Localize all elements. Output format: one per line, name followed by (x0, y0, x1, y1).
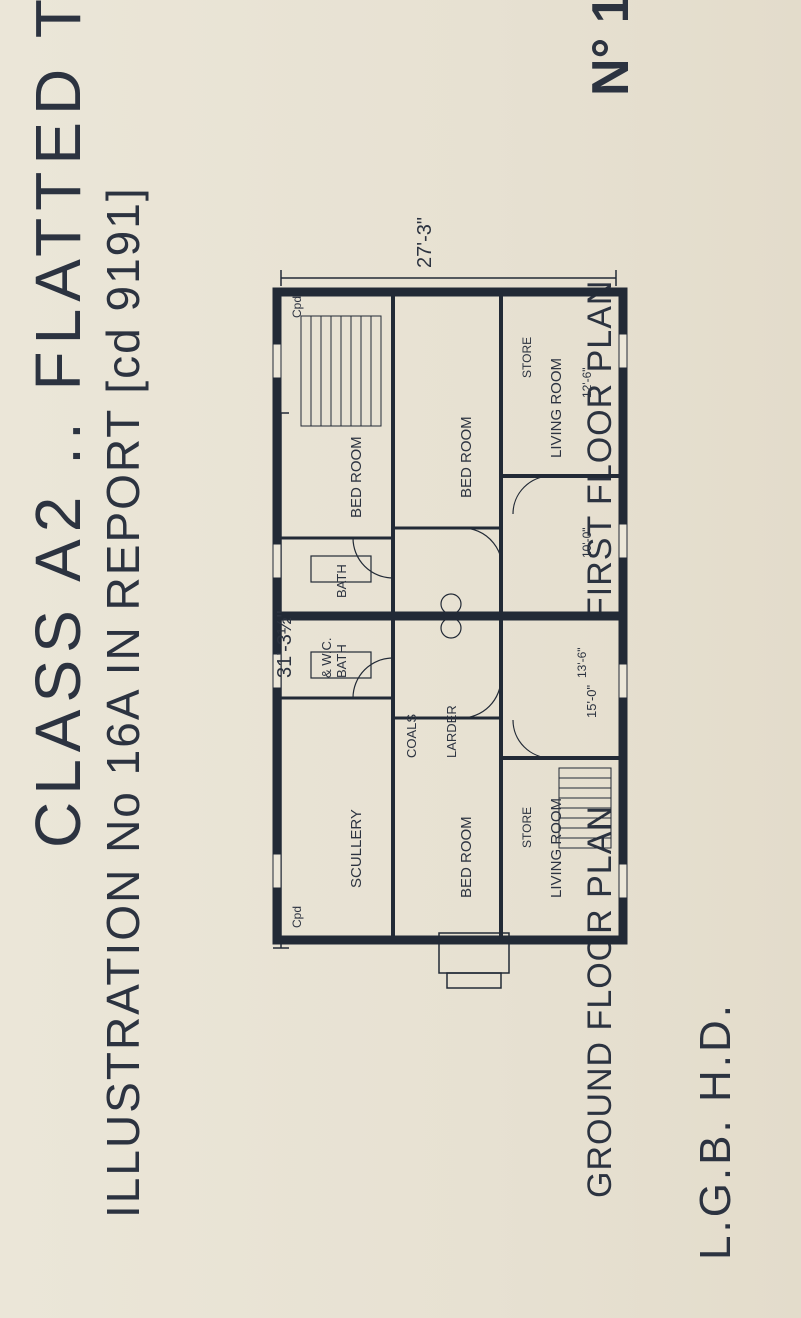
room-label-bed-room-first: BED ROOM (458, 416, 475, 498)
room-label-store-ground: STORE (520, 807, 534, 848)
room-label-coals: COALS (404, 714, 419, 758)
room-label-bed-room-back: BED ROOM (348, 436, 365, 518)
staircase-first (300, 315, 382, 427)
room-label-bath-first: BATH (334, 564, 349, 598)
dim-12-6: 12'-6" (580, 367, 594, 398)
room-label-bath: BATH (334, 644, 349, 678)
room-label-larder: LARDER (444, 705, 459, 758)
door-swing (460, 677, 502, 719)
room-label-store-first: STORE (520, 337, 534, 378)
windows (272, 333, 628, 899)
room-label-living-room-first: LIVING ROOM (548, 358, 565, 458)
staircase-ground (558, 767, 612, 849)
room-label-cpd-ground: Cpd (290, 906, 304, 928)
overall-width-label: 27'-3" (414, 217, 436, 268)
dim-bed-length: 13'-6" (575, 647, 589, 678)
room-label-cpd-first: Cpd (290, 296, 304, 318)
dim-10: 10'-0" (580, 527, 594, 558)
copper-fixture (440, 617, 462, 639)
room-label-scullery: SCULLERY (348, 809, 365, 888)
bath-fixture (310, 651, 372, 679)
room-label-living-room-ground: LIVING ROOM (548, 798, 565, 898)
overall-length-label: 31'-3½" (274, 610, 296, 678)
room-label-bed-room-ground: BED ROOM (458, 816, 475, 898)
dim-living-width: 15'-0" (584, 684, 599, 718)
room-label-wc: & W.C. (319, 638, 334, 678)
